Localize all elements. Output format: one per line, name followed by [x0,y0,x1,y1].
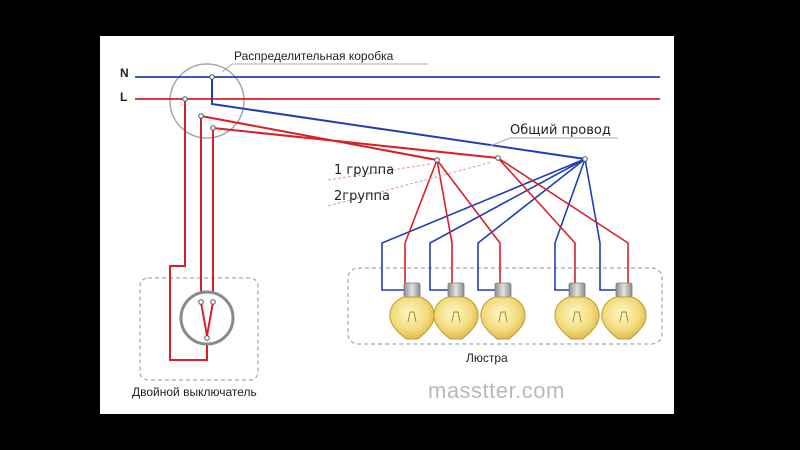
bulb-icon [433,282,479,340]
switch-outline [139,277,259,381]
group2-label-leader [327,161,493,207]
wiring-diagram-panel: N L Распределительная коробка Общий пров… [100,36,674,414]
bulb-icon [480,282,526,340]
common-wire [211,77,586,160]
chandelier-label: Люстра [466,351,508,365]
chandelier-outline [347,267,663,345]
group1-label: 1 группа [334,163,394,178]
wiring-diagram: N L Распределительная коробка Общий пров… [120,49,663,403]
group2-label: 2группа [334,189,390,204]
neutral-line-label: N [120,66,129,80]
common-wire-label: Общий провод [510,123,611,138]
watermark: masstter.com [428,378,565,403]
double-switch-symbol [179,290,235,346]
group1-label-leader [327,163,431,181]
phase-line-label: L [120,90,127,104]
bulbs [389,282,647,340]
bulb-icon [554,282,600,340]
junction-box-label: Распределительная коробка [234,49,394,63]
box-label-pointer [221,63,233,73]
junction-box-circle [169,63,245,139]
group2-wire [212,127,499,159]
neutral-fanout [381,158,622,291]
switch-label: Двойной выключатель [132,385,257,399]
group2-fanout [497,157,629,290]
bulb-icon [389,282,435,340]
common-label-pointer [489,137,511,147]
phase-to-switch-wire [169,99,208,361]
bulb-icon [601,282,647,340]
connection-dots [182,74,588,163]
group1-fanout [404,159,501,290]
group1-wire [200,115,438,161]
